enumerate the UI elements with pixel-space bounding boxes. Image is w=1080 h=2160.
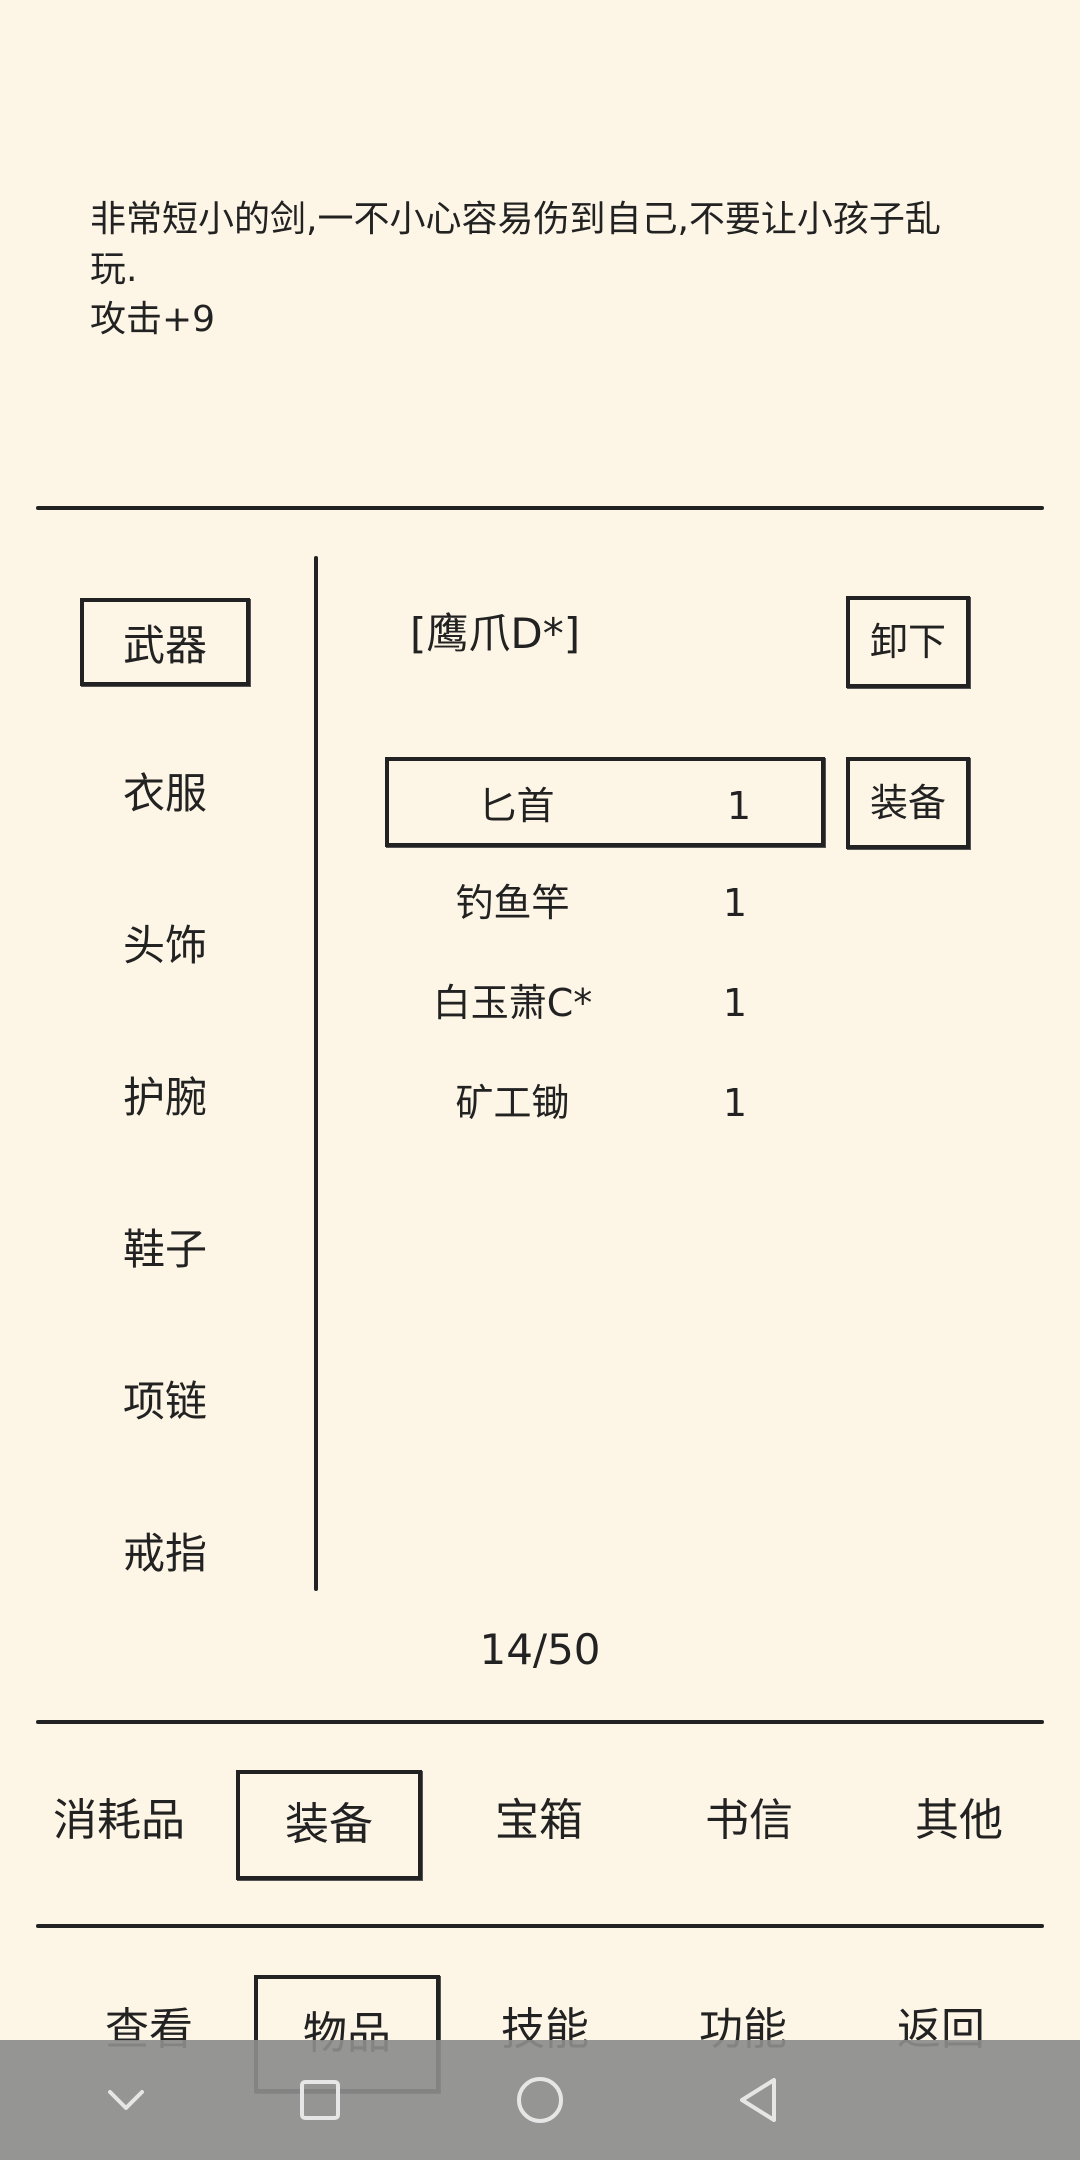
description-line: 非常短小的剑,一不小心容易伤到自己,不要让小孩子乱 bbox=[90, 199, 941, 240]
item-name: 白玉萧C* bbox=[432, 981, 593, 1025]
unequip-label: 卸下 bbox=[869, 620, 946, 664]
equip-label: 装备 bbox=[869, 781, 946, 825]
back-triangle-icon[interactable] bbox=[730, 2070, 790, 2130]
tab-label: 宝箱 bbox=[495, 1795, 583, 1846]
item-name: 匕首 bbox=[478, 784, 555, 828]
item-name: 钓鱼竿 bbox=[455, 881, 570, 925]
item-row[interactable]: 匕首 1 bbox=[385, 757, 825, 847]
item-row[interactable]: 白玉萧C* 1 bbox=[385, 958, 825, 1048]
inventory-capacity: 14/50 bbox=[479, 1625, 601, 1674]
unequip-button[interactable]: 卸下 bbox=[846, 596, 970, 688]
divider-vertical bbox=[314, 556, 318, 1591]
tab-equipment[interactable]: 装备 bbox=[236, 1770, 422, 1880]
item-qty: 1 bbox=[726, 784, 752, 828]
category-label: 头饰 bbox=[122, 921, 207, 970]
category-label: 武器 bbox=[122, 621, 207, 670]
item-description: 非常短小的剑,一不小心容易伤到自己,不要让小孩子乱 玩. 攻击+9 bbox=[90, 195, 990, 345]
category-bracer[interactable]: 护腕 bbox=[80, 1054, 250, 1142]
chevron-down-icon[interactable] bbox=[96, 2070, 156, 2130]
equip-button[interactable]: 装备 bbox=[846, 757, 970, 849]
category-clothes[interactable]: 衣服 bbox=[80, 750, 250, 838]
item-row[interactable]: 矿工锄 1 bbox=[385, 1058, 825, 1148]
category-ring[interactable]: 戒指 bbox=[80, 1510, 250, 1598]
item-qty: 1 bbox=[722, 1081, 748, 1125]
tab-label: 其他 bbox=[915, 1795, 1003, 1846]
item-name: 矿工锄 bbox=[455, 1081, 570, 1125]
description-line: 攻击+9 bbox=[90, 299, 216, 340]
category-shoes[interactable]: 鞋子 bbox=[80, 1206, 250, 1294]
category-headwear[interactable]: 头饰 bbox=[80, 902, 250, 990]
divider-top bbox=[36, 506, 1044, 510]
divider-bottom bbox=[36, 1924, 1044, 1928]
category-necklace[interactable]: 项链 bbox=[80, 1358, 250, 1446]
tab-chests[interactable]: 宝箱 bbox=[446, 1770, 632, 1880]
divider-middle bbox=[36, 1720, 1044, 1724]
tab-label: 书信 bbox=[705, 1795, 793, 1846]
item-row[interactable]: 钓鱼竿 1 bbox=[385, 858, 825, 948]
category-label: 戒指 bbox=[122, 1529, 207, 1578]
category-weapon[interactable]: 武器 bbox=[80, 598, 250, 686]
tab-other[interactable]: 其他 bbox=[866, 1770, 1052, 1880]
category-label: 鞋子 bbox=[122, 1225, 207, 1274]
item-qty: 1 bbox=[722, 981, 748, 1025]
tab-consumables[interactable]: 消耗品 bbox=[26, 1770, 212, 1880]
square-icon[interactable] bbox=[290, 2070, 350, 2130]
circle-icon[interactable] bbox=[510, 2070, 570, 2130]
category-label: 项链 bbox=[122, 1377, 207, 1426]
tab-label: 装备 bbox=[285, 1799, 373, 1850]
tab-letters[interactable]: 书信 bbox=[656, 1770, 842, 1880]
tab-label: 消耗品 bbox=[53, 1795, 185, 1846]
equipped-item-name: [鹰爪D*] bbox=[410, 609, 581, 658]
category-label: 护腕 bbox=[122, 1073, 207, 1122]
system-navigation-bar bbox=[0, 2040, 1080, 2160]
description-line: 玩. bbox=[90, 249, 138, 290]
item-qty: 1 bbox=[722, 881, 748, 925]
category-label: 衣服 bbox=[122, 769, 207, 818]
